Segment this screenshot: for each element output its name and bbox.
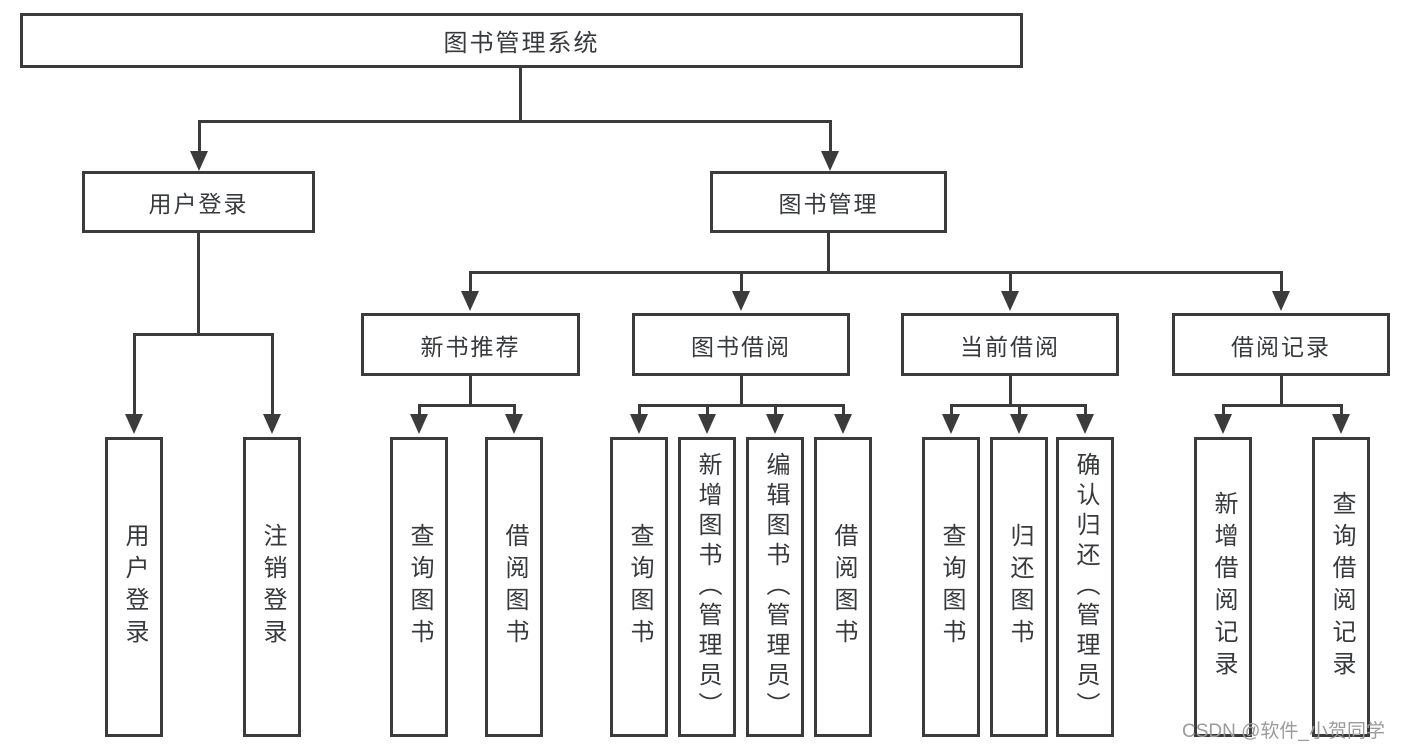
leaf-return-books: 归还图书: [990, 437, 1048, 737]
connector-line: [637, 404, 641, 415]
connector-line: [828, 120, 832, 153]
watermark: CSDN @软件_小贺同学: [1182, 721, 1385, 742]
connector-line: [468, 271, 1283, 274]
arrowhead-down-icon: [1001, 291, 1019, 311]
arrowhead-down-icon: [698, 414, 716, 434]
arrowhead-down-icon: [834, 414, 852, 434]
arrowhead-down-icon: [942, 414, 960, 434]
connector-line: [739, 376, 743, 407]
node-borrowing-records: 借阅记录: [1172, 313, 1390, 376]
arrowhead-down-icon: [1332, 414, 1350, 434]
node-current-borrowing: 当前借阅: [901, 313, 1119, 376]
connector-line: [841, 404, 845, 415]
leaf-borrow-books-recommend: 借阅图书: [485, 437, 543, 737]
connector-line: [197, 120, 201, 153]
connector-line: [132, 333, 136, 415]
arrowhead-down-icon: [732, 291, 750, 311]
connector-line: [417, 404, 421, 415]
leaf-edit-book-admin: 编辑图书（管理员）: [746, 437, 804, 737]
arrowhead-down-icon: [630, 414, 648, 434]
node-root-library-system: 图书管理系统: [20, 13, 1023, 68]
arrowhead-down-icon: [1010, 414, 1028, 434]
connector-line: [1008, 376, 1012, 407]
arrowhead-down-icon: [125, 414, 143, 434]
connector-line: [270, 333, 274, 415]
arrowhead-down-icon: [410, 414, 428, 434]
connector-line: [1279, 271, 1283, 292]
connector-line: [1279, 376, 1283, 407]
arrowhead-down-icon: [1272, 291, 1290, 311]
leaf-logout: 注销登录: [243, 437, 301, 737]
connector-line: [1221, 404, 1225, 415]
leaf-confirm-return-admin: 确认归还（管理员）: [1056, 437, 1114, 737]
arrowhead-down-icon: [821, 151, 839, 171]
arrowhead-down-icon: [190, 151, 208, 171]
leaf-query-books-recommend: 查询图书: [390, 437, 448, 737]
connector-line: [417, 404, 516, 407]
connector-line: [1083, 404, 1087, 415]
arrowhead-down-icon: [505, 414, 523, 434]
connector-line: [1008, 271, 1012, 292]
arrowhead-down-icon: [766, 414, 784, 434]
leaf-add-borrow-record: 新增借阅记录: [1194, 437, 1252, 737]
connector-line: [197, 233, 200, 335]
leaf-add-book-admin: 新增图书（管理员）: [678, 437, 736, 737]
connector-line: [197, 120, 832, 123]
connector-line: [827, 233, 830, 274]
connector-line: [469, 376, 472, 407]
node-user-login: 用户登录: [82, 171, 315, 233]
connector-line: [468, 271, 472, 292]
connector-line: [773, 404, 777, 415]
node-book-management: 图书管理: [710, 171, 947, 233]
arrowhead-down-icon: [461, 291, 479, 311]
node-book-borrowing: 图书借阅: [632, 313, 850, 376]
arrowhead-down-icon: [1076, 414, 1094, 434]
connector-line: [1017, 404, 1021, 415]
leaf-query-books-current: 查询图书: [922, 437, 980, 737]
leaf-user-login: 用户登录: [105, 437, 163, 737]
leaf-query-books-borrowing: 查询图书: [610, 437, 668, 737]
connector-line: [132, 333, 274, 336]
connector-line: [1339, 404, 1343, 415]
connector-line: [637, 404, 845, 407]
connector-line: [949, 404, 953, 415]
arrowhead-down-icon: [263, 414, 281, 434]
leaf-query-borrow-record: 查询借阅记录: [1312, 437, 1370, 737]
connector-line: [739, 271, 743, 292]
connector-line: [512, 404, 516, 415]
connector-line: [1221, 404, 1343, 407]
connector-line: [518, 68, 522, 122]
node-new-book-recommendation: 新书推荐: [361, 313, 580, 376]
arrowhead-down-icon: [1214, 414, 1232, 434]
leaf-borrow-books-borrowing: 借阅图书: [814, 437, 872, 737]
connector-line: [705, 404, 709, 415]
